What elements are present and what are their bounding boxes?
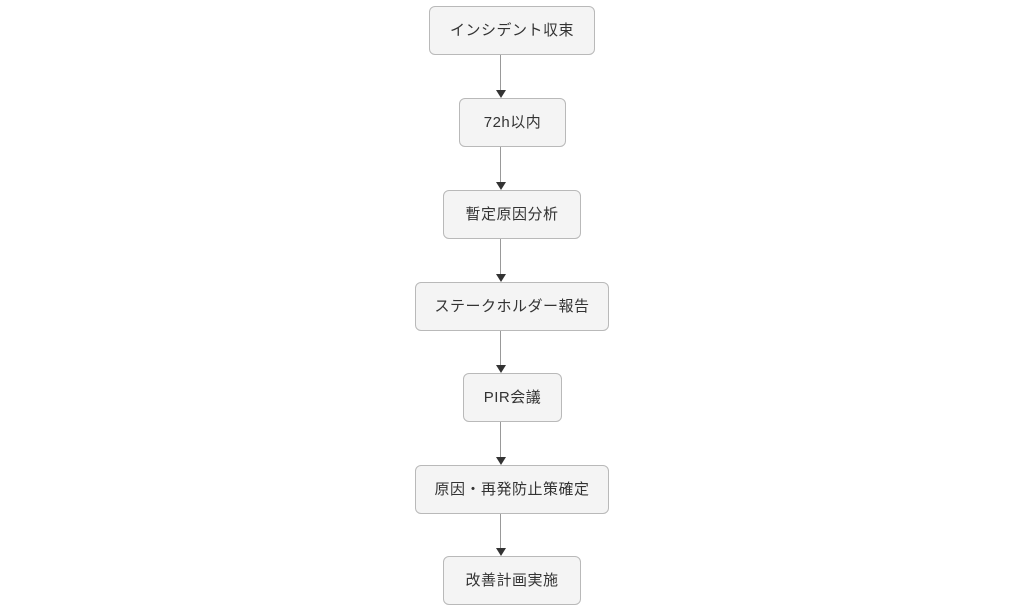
flow-node-label: PIR会議 — [483, 389, 542, 406]
flow-node-n6[interactable]: 原因・再発防止策確定 — [415, 465, 609, 514]
flow-node-n7[interactable]: 改善計画実施 — [443, 556, 581, 605]
flow-node-n2[interactable]: 72h以内 — [459, 98, 566, 147]
flow-node-label: 改善計画実施 — [465, 572, 559, 589]
flow-edge-line — [500, 147, 502, 183]
flow-edge-line — [500, 55, 502, 91]
flow-node-n3[interactable]: 暫定原因分析 — [443, 190, 581, 239]
flow-edge — [490, 422, 512, 465]
flow-node-label: ステークホルダー報告 — [434, 298, 590, 315]
flow-edge-line — [500, 514, 502, 549]
flow-node-label: インシデント収束 — [449, 22, 574, 39]
arrow-down-icon — [495, 90, 506, 98]
flow-edge-line — [500, 239, 502, 275]
arrow-down-icon — [495, 365, 506, 373]
arrow-down-icon — [495, 182, 506, 190]
flow-edge — [490, 514, 512, 556]
flow-edge-line — [500, 331, 502, 366]
flow-node-label: 72h以内 — [483, 114, 542, 131]
flow-node-n5[interactable]: PIR会議 — [463, 373, 562, 422]
flow-edge — [490, 55, 512, 98]
arrow-down-icon — [495, 274, 506, 282]
flow-edge — [490, 147, 512, 190]
flow-node-n4[interactable]: ステークホルダー報告 — [415, 282, 609, 331]
flow-node-n1[interactable]: インシデント収束 — [429, 6, 595, 55]
flow-edge — [490, 239, 512, 282]
arrow-down-icon — [495, 457, 506, 465]
flow-edge-line — [500, 422, 502, 458]
arrow-down-icon — [495, 548, 506, 556]
flow-node-label: 原因・再発防止策確定 — [434, 481, 590, 498]
flow-edge — [490, 331, 512, 373]
flow-node-label: 暫定原因分析 — [465, 206, 559, 223]
